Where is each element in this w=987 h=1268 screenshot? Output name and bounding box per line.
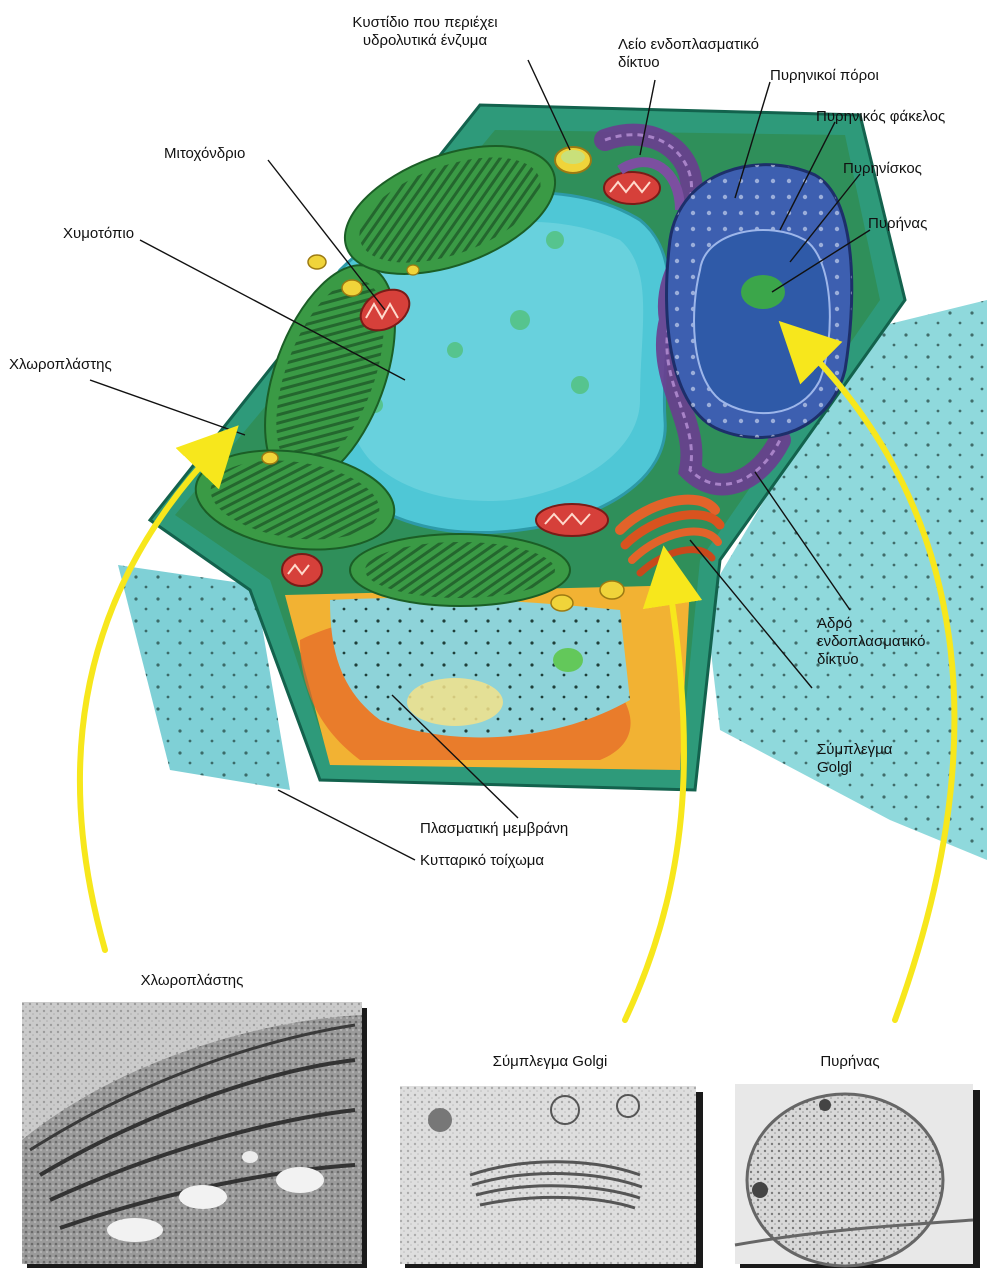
label-rough-er-line2: ενδοπλασματικό [817,633,925,651]
caption-chloroplast: Χλωροπλάστης [112,972,272,989]
caption-nucleus: Πυρήνας [790,1053,910,1070]
label-vesicle-line2: υδρολυτικά ένζυμα [320,32,530,50]
caption-golgi: Σύμπλεγμα Golgi [460,1053,640,1070]
micrograph-chloroplast [22,1002,367,1268]
label-vesicle: Κυστίδιο που περιέχει υδρολυτικά ένζυμα [320,14,530,50]
label-cell-wall: Κυτταρικό τοίχωμα [420,852,544,870]
label-mitochondrion: Μιτοχόνδριο [164,145,245,163]
label-nuclear-pores: Πυρηνικοί πόροι [770,67,879,85]
label-smooth-er: Λείο ενδοπλασματικό δίκτυο [618,36,759,72]
label-nuclear-envelope: Πυρηνικός φάκελος [816,108,945,126]
micrograph-nucleus [735,1084,980,1268]
label-chloroplast: Χλωροπλάστης [9,356,112,374]
label-rough-er-line1: Αδρό [817,615,925,633]
label-golgi-line2: Golgi [817,759,892,777]
label-vacuole: Χυμοτόπιο [63,225,134,243]
label-rough-er-line3: δίκτυο [817,651,925,669]
label-vesicle-line1: Κυστίδιο που περιέχει [320,14,530,32]
micrograph-golgi [400,1086,703,1268]
label-rough-er: Αδρό ενδοπλασματικό δίκτυο [817,615,925,669]
label-golgi-line1: Σύμπλεγμα [817,741,892,759]
label-nucleolus: Πυρηνίσκος [843,160,922,178]
label-smooth-er-line1: Λείο ενδοπλασματικό [618,36,759,54]
label-plasma-membrane: Πλασματική μεμβράνη [420,820,568,838]
label-smooth-er-line2: δίκτυο [618,54,759,72]
nucleus-shape [667,165,852,438]
label-nucleus: Πυρήνας [868,215,927,233]
label-golgi: Σύμπλεγμα Golgi [817,741,892,777]
